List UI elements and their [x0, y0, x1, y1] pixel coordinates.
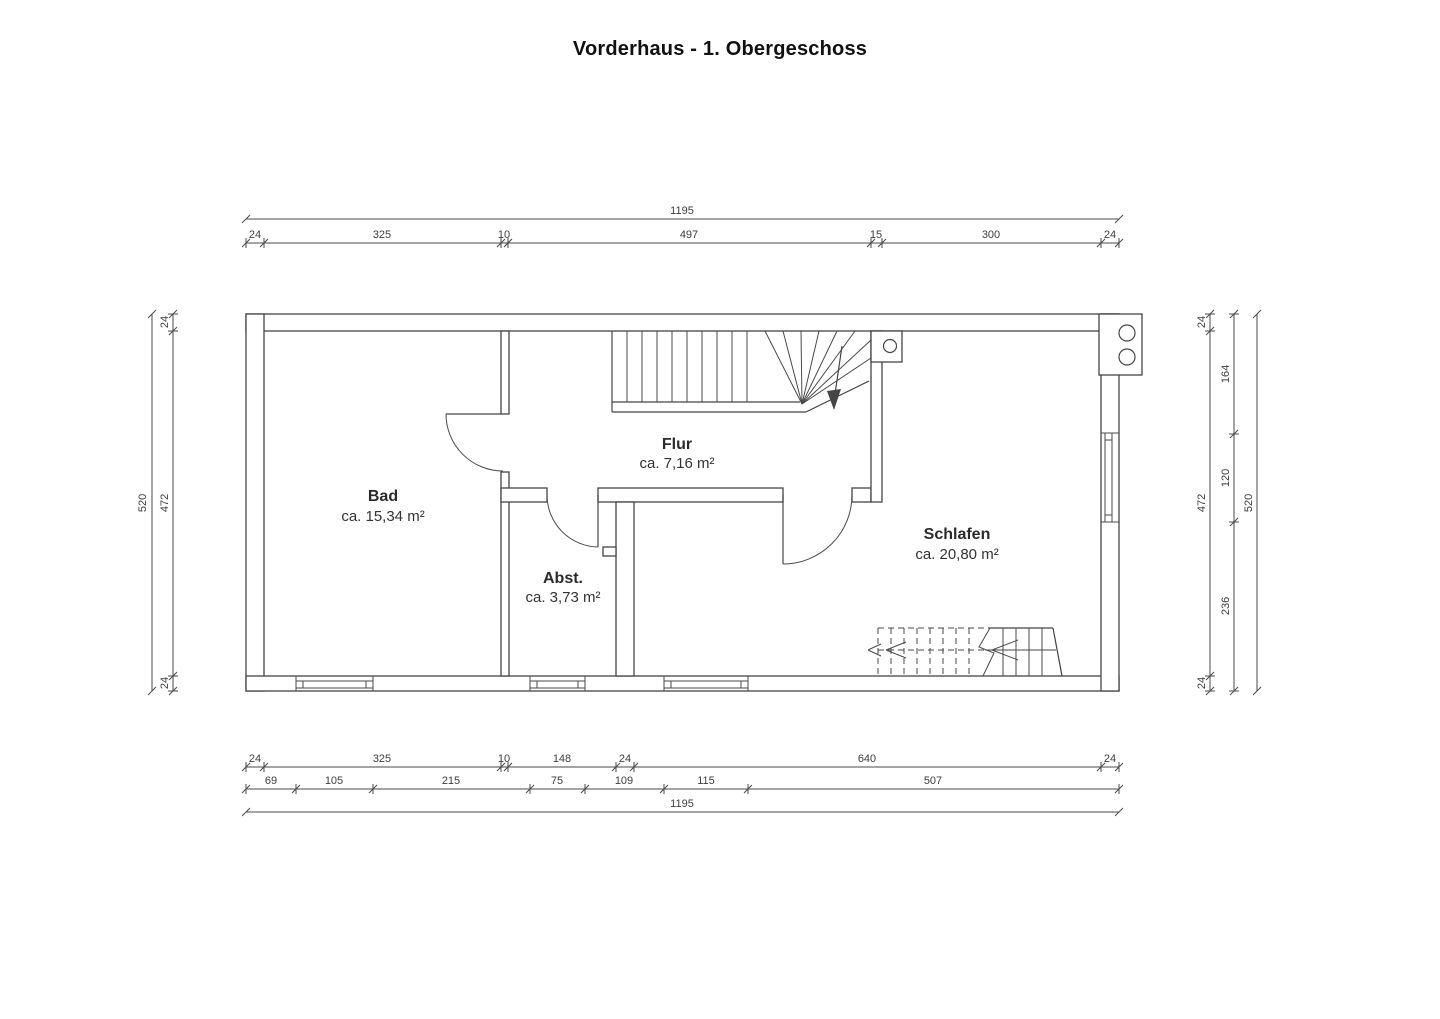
- dim-label: 497: [680, 229, 698, 241]
- wall-abst-right: [615, 501, 635, 677]
- wall-abst-stub: [602, 546, 617, 557]
- dim-label: 236: [1220, 597, 1232, 615]
- stair-upper: [611, 330, 872, 413]
- dim-label: 325: [373, 753, 391, 765]
- walls: [245, 313, 1143, 692]
- door-bad: [445, 413, 504, 472]
- room-area-abst: ca. 3,73 m²: [525, 589, 600, 606]
- room-label-flur: Flur: [662, 436, 692, 453]
- wall-flur-south-c: [851, 487, 872, 503]
- room-labels: Bad ca. 15,34 m² Flur ca. 7,16 m² Abst. …: [341, 436, 998, 606]
- room-label-bad: Bad: [368, 488, 398, 505]
- dim-bottom-total: 1195: [670, 798, 694, 810]
- dim-bottom-ticks2: [241, 784, 1124, 794]
- dim-label: 10: [498, 229, 510, 241]
- dim-label: 472: [159, 494, 171, 512]
- dim-label: 120: [1220, 469, 1232, 487]
- dim-label: 472: [1196, 494, 1208, 512]
- doors: [445, 413, 853, 565]
- dim-label: 24: [249, 229, 261, 241]
- room-label-abst: Abst.: [543, 570, 583, 587]
- dim-label: 24: [249, 753, 261, 765]
- room-area-schlafen: ca. 20,80 m²: [915, 546, 998, 563]
- stair-down-arrow-icon: [991, 639, 1019, 661]
- dim-label: 69: [265, 775, 277, 787]
- dim-label: 105: [325, 775, 343, 787]
- wall-bad-abst: [500, 471, 510, 677]
- dim-label: 75: [551, 775, 563, 787]
- chimney-block: [1098, 313, 1143, 376]
- dim-bottom-ticks1: [241, 762, 1124, 772]
- dim-label: 215: [442, 775, 460, 787]
- dim-label: 24: [1104, 753, 1116, 765]
- dim-right-total: 520: [1243, 494, 1255, 512]
- dim-label: 24: [1196, 316, 1208, 328]
- stair-break-line: [978, 627, 995, 677]
- dim-label: 300: [982, 229, 1000, 241]
- dim-right-ticks1: [1205, 309, 1215, 696]
- wall-top: [245, 313, 1120, 332]
- wall-bad-flur: [500, 330, 510, 415]
- dim-label: 325: [373, 229, 391, 241]
- dim-label: 10: [498, 753, 510, 765]
- stair-direction-arrow-icon: [827, 345, 843, 410]
- chimney-pipe-icon: [1118, 324, 1136, 342]
- dim-label: 148: [553, 753, 571, 765]
- dim-left-total: 520: [137, 494, 149, 512]
- dim-label: 507: [924, 775, 942, 787]
- room-area-flur: ca. 7,16 m²: [639, 455, 714, 472]
- pipe-icon: [882, 338, 898, 354]
- room-label-schlafen: Schlafen: [924, 526, 991, 543]
- window-abst: [529, 676, 586, 691]
- wall-flur-south-b: [597, 487, 784, 503]
- dim-bottom: 24 325 10 148 24 640 24 69 105 215 75 10: [241, 753, 1124, 817]
- pillar-schlafen: [870, 330, 903, 363]
- dim-label: 164: [1220, 365, 1232, 383]
- dim-top-ticks: [241, 238, 1124, 248]
- dim-label: 24: [619, 753, 631, 765]
- dim-label: 24: [1104, 229, 1116, 241]
- dim-label: 24: [1196, 677, 1208, 689]
- wall-left: [245, 313, 265, 692]
- page-title: Vorderhaus - 1. Obergeschoss: [572, 38, 868, 60]
- dim-left: 520 24 472 24: [137, 309, 178, 696]
- windows: [295, 432, 1119, 691]
- dim-label: 115: [697, 775, 715, 787]
- window-schlafen-east: [1101, 432, 1119, 523]
- room-area-bad: ca. 15,34 m²: [341, 508, 424, 525]
- window-schlafen-south: [663, 676, 749, 691]
- chimney-pipe-icon: [1118, 348, 1136, 366]
- window-bad: [295, 676, 374, 691]
- dim-label: 24: [159, 316, 171, 328]
- wall-flur-south-a: [500, 487, 548, 503]
- dim-label: 15: [870, 229, 882, 241]
- stair-up-arrow-icon: [867, 641, 907, 659]
- door-abst: [546, 494, 599, 548]
- dim-label: 109: [615, 775, 633, 787]
- dim-top: 1195 24 325 10 497 15 300 24: [241, 205, 1124, 248]
- dim-label: 24: [159, 677, 171, 689]
- dim-right-ticks2: [1229, 309, 1239, 696]
- dim-top-total: 1195: [670, 205, 694, 217]
- dim-left-ticks: [168, 309, 178, 696]
- dim-label: 640: [858, 753, 876, 765]
- stair-lower: [867, 627, 1063, 677]
- door-schlafen: [782, 494, 853, 565]
- dim-right: 24 472 24 164 120 236 520: [1196, 309, 1262, 696]
